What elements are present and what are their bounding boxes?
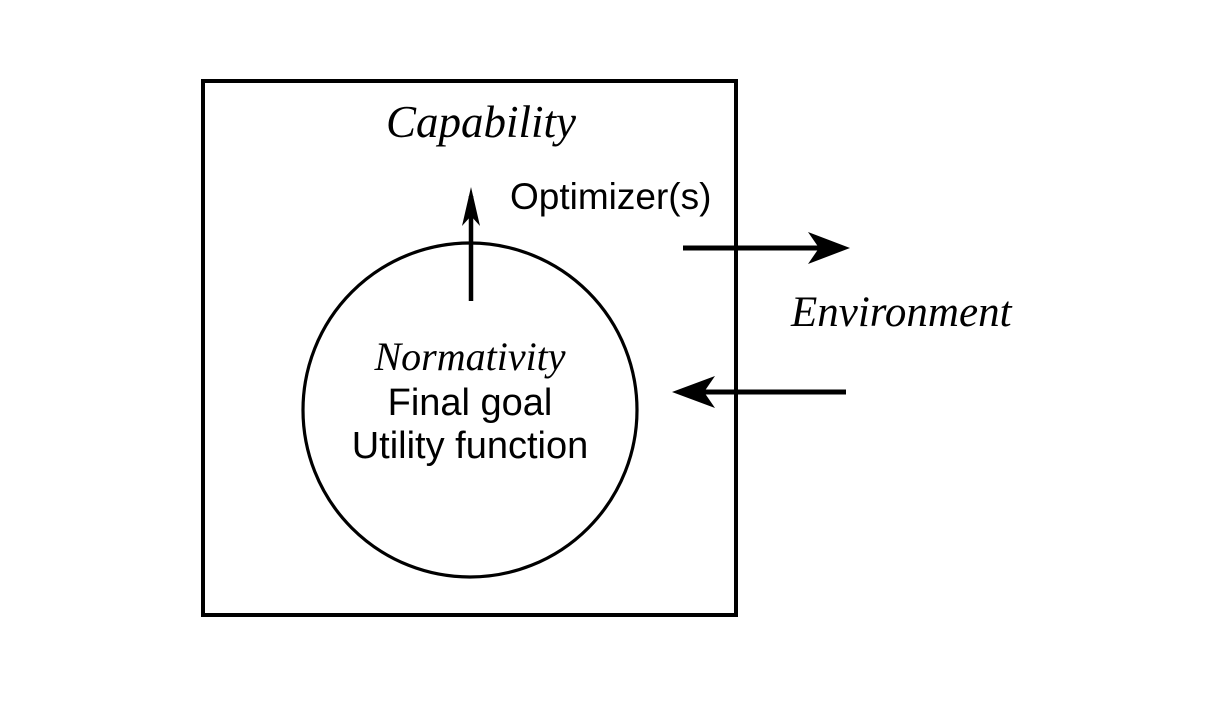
agent-to-environment-arrow-head	[808, 232, 850, 264]
capability-label: Capability	[386, 97, 576, 147]
normativity-text-block: Normativity Final goal Utility function	[302, 334, 638, 467]
final-goal-label: Final goal	[387, 382, 553, 425]
normativity-label: Normativity	[374, 334, 566, 379]
environment-label: Environment	[791, 289, 1012, 336]
utility-function-label: Utility function	[351, 424, 589, 467]
optimizers-label: Optimizer(s)	[510, 176, 712, 217]
agent-boundary-box	[201, 79, 738, 617]
capability-arrow-head	[462, 187, 480, 226]
environment-to-agent-arrow-head	[672, 376, 715, 408]
